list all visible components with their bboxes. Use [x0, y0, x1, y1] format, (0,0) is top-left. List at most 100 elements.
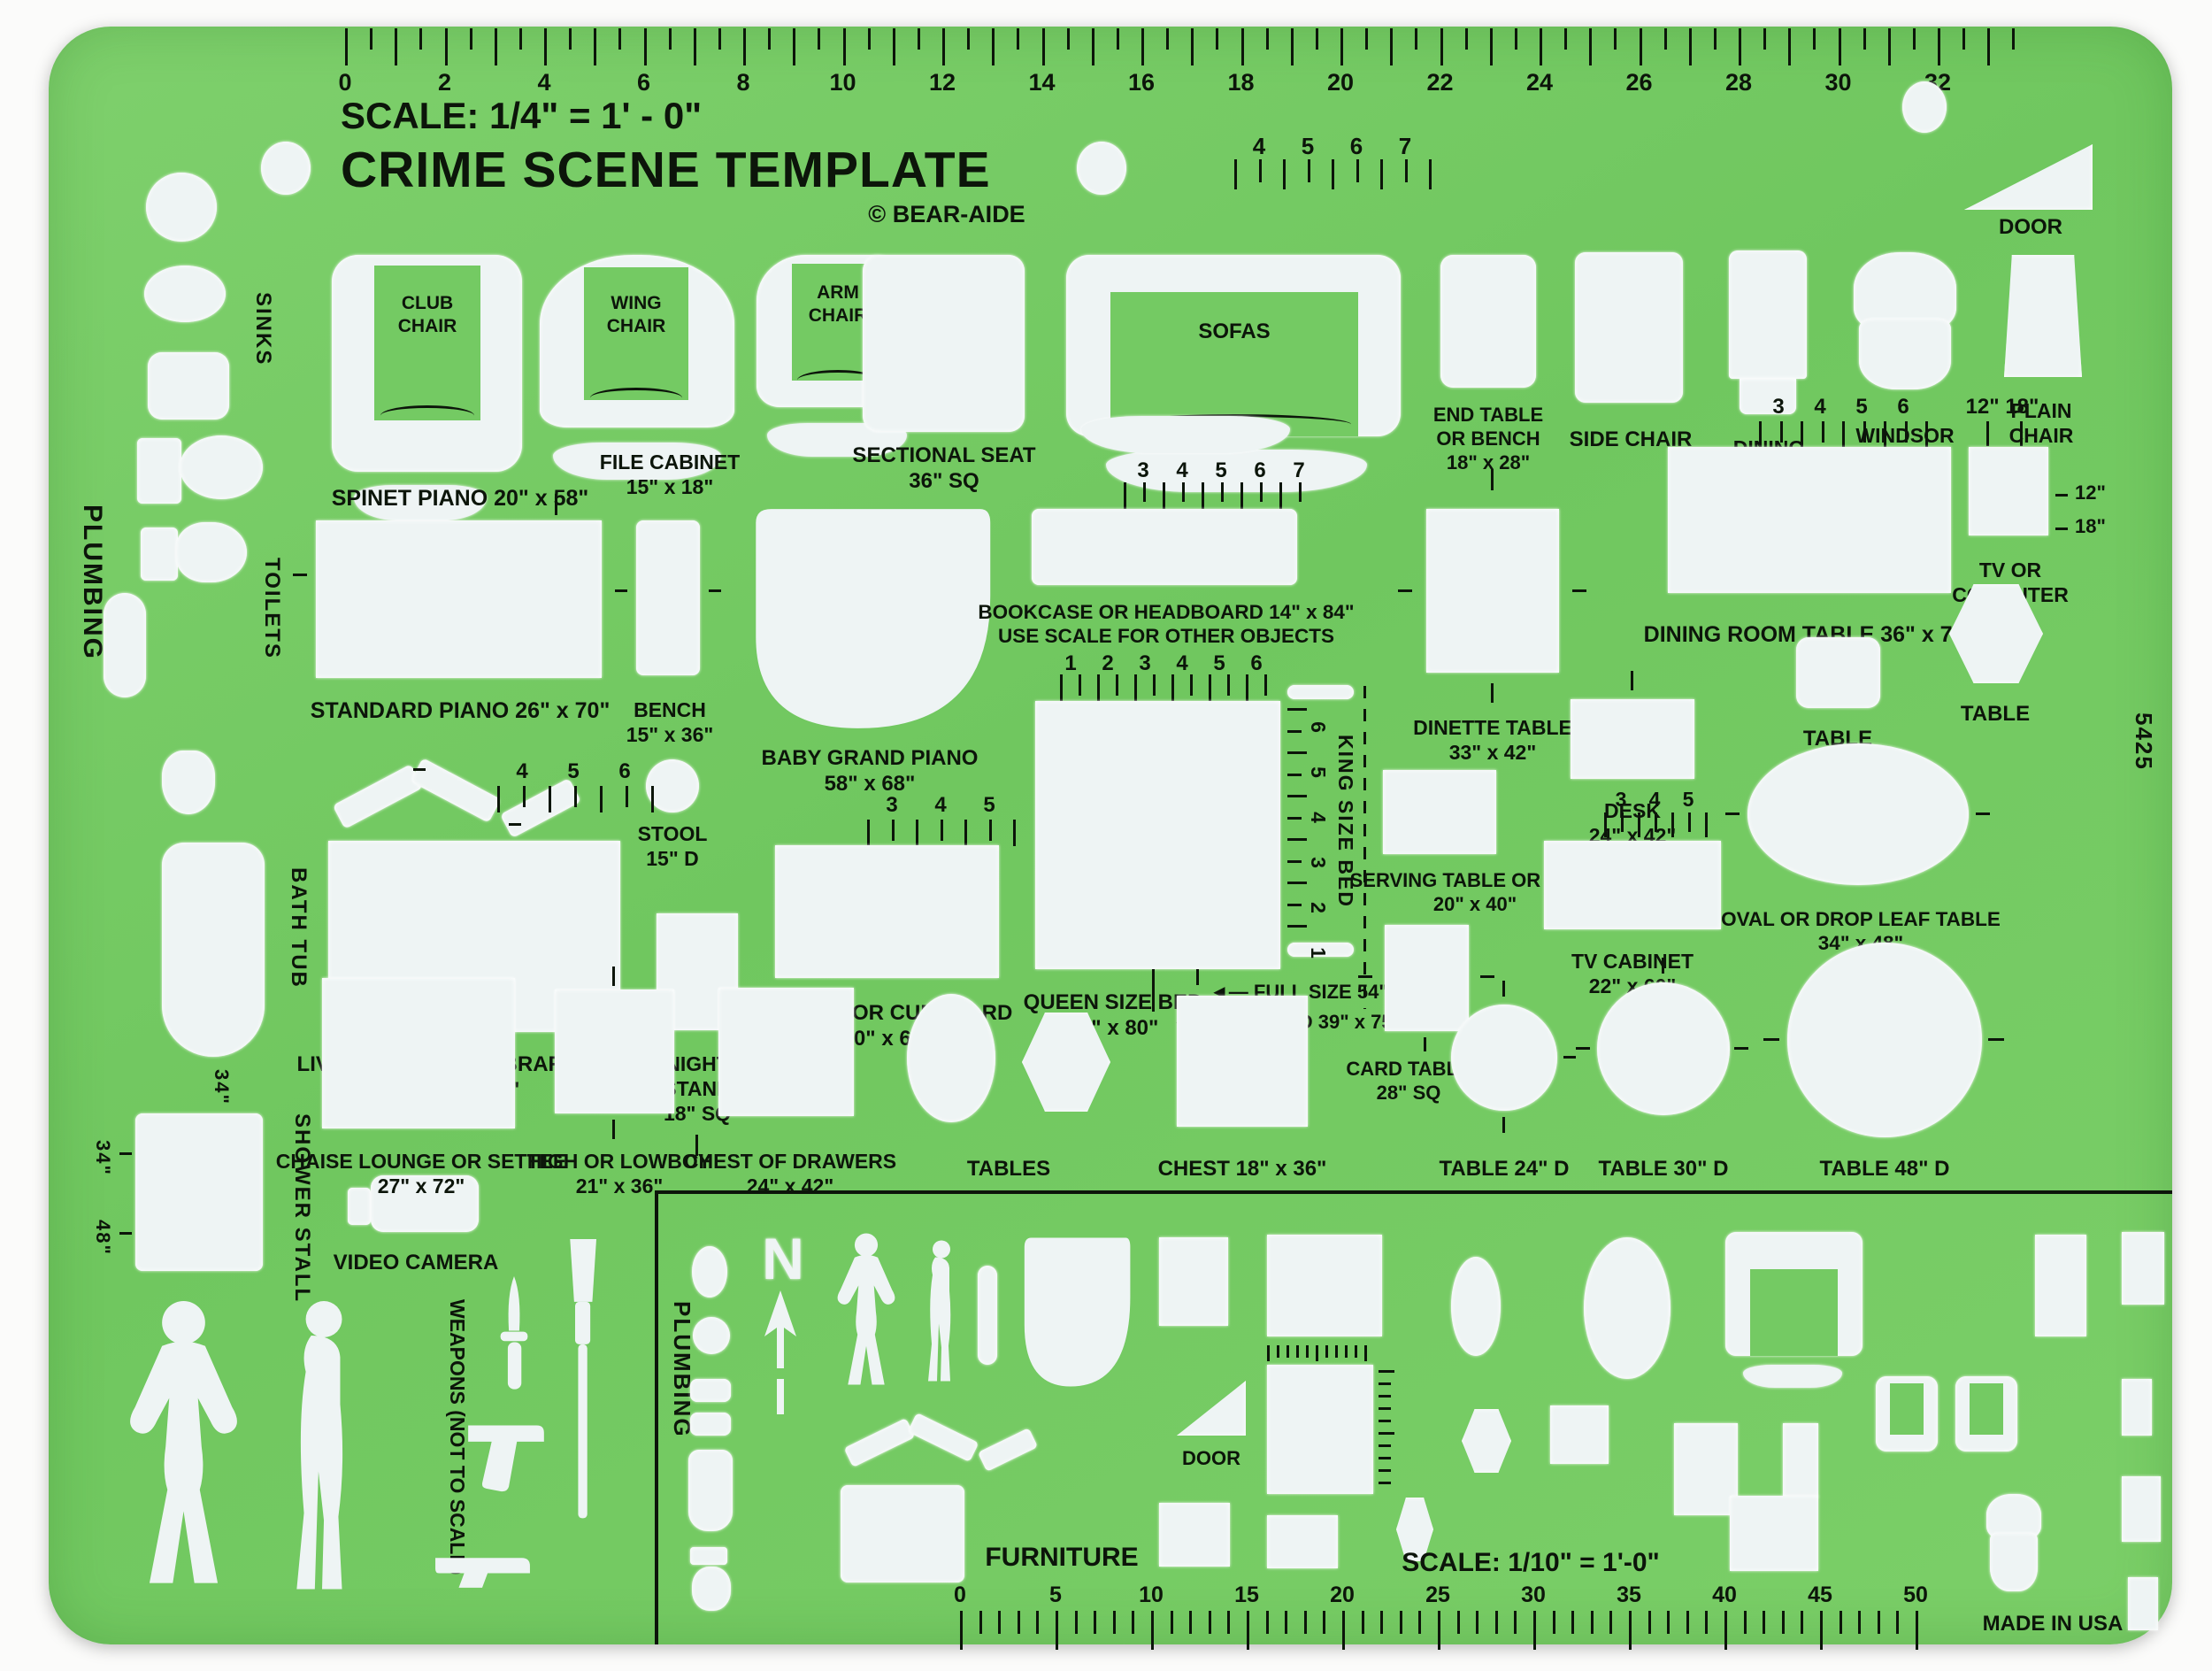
sofa-arm-arc-cutout: [1081, 416, 1290, 453]
ruler-tick: [1325, 1345, 1328, 1358]
ruler-tick: [1182, 482, 1185, 502]
mini-oval-a3: [1451, 1257, 1501, 1356]
ruler-tick: [693, 28, 696, 65]
ruler-tick: [1287, 816, 1302, 820]
plain-chair-cutout: [2004, 255, 2082, 377]
ruler-number: 6: [1306, 721, 1330, 733]
ruler-number: 10: [1139, 1582, 1164, 1607]
mini-chair-island1: [1890, 1383, 1924, 1435]
toilet2-tank-cutout: [141, 527, 178, 581]
ruler-number: 5: [1306, 766, 1330, 778]
tables-oval-cutout: [907, 994, 995, 1122]
card-left-tick: [1358, 975, 1372, 978]
ruler-tick: [1340, 28, 1343, 65]
ruler-tick: [1079, 674, 1081, 696]
bath-tub-cutout: [162, 843, 265, 1057]
piano-left-tick: [293, 574, 307, 576]
ruler-number: 5: [1301, 133, 1315, 159]
ruler-tick: [1258, 159, 1262, 182]
ruler-tick: [1060, 674, 1063, 701]
ruler-number: 5: [983, 793, 995, 817]
ruler-number: 15: [1234, 1582, 1259, 1607]
full-size-leader: [1196, 969, 1199, 985]
ruler-tick: [1287, 708, 1307, 711]
mini-sq-right: [1730, 1496, 1818, 1571]
ruler-tick: [818, 28, 821, 50]
ruler-tick: [917, 28, 920, 50]
ruler-tick: [1987, 28, 1991, 65]
ruler-number: 2: [437, 69, 452, 96]
hex-table-label: TABLE: [1960, 702, 2031, 726]
ruler-tick: [1671, 812, 1674, 837]
ruler-tick: [1345, 1345, 1348, 1358]
ruler-tick: [1260, 482, 1263, 502]
ruler-number: 30: [1824, 69, 1852, 96]
chaise-line2: 27" x 72": [377, 1174, 465, 1198]
folding-screen-panel1: [332, 764, 424, 829]
ruler-number: 6: [1897, 395, 1909, 419]
ruler-tick: [1399, 1611, 1402, 1634]
mini-hex-b1: [1462, 1409, 1511, 1473]
video-camera-lens-cutout: [348, 1188, 371, 1225]
ruler-tick: [1163, 482, 1165, 509]
mini-screen1: [843, 1418, 916, 1467]
ruler-number: 12: [928, 69, 956, 96]
brand-label: © BEAR-AIDE: [868, 201, 1025, 227]
ruler-tick: [1724, 1611, 1727, 1650]
ruler-tick: [1287, 925, 1307, 928]
ruler-tick: [419, 28, 423, 50]
sink-oval-cutout: [144, 266, 226, 322]
ruler-number: 22: [1426, 69, 1454, 96]
sectional-label: SECTIONAL SEAT 36" SQ: [852, 443, 1035, 495]
ruler-tick: [1629, 1611, 1632, 1650]
ruler-tick: [1361, 1611, 1364, 1634]
ruler-tick: [1112, 1611, 1116, 1634]
toilet-tank-cutout: [137, 438, 181, 504]
ruler-number: 5: [1855, 395, 1868, 419]
ruler-tick: [1151, 1611, 1154, 1650]
ruler-tick: [1514, 28, 1517, 50]
ruler-tick: [1189, 1611, 1193, 1634]
desk-line1: DESK: [1604, 799, 1661, 822]
ruler-tick: [1390, 28, 1394, 65]
baby-grand-cutout: [756, 509, 991, 728]
serving-line2: 20" x 40": [1432, 892, 1517, 915]
ruler-tick: [1759, 421, 1762, 448]
table48-right-tick: [1988, 1038, 2004, 1041]
ruler-tick: [1380, 1611, 1384, 1634]
club-chair-line2: CHAIR: [397, 315, 457, 336]
ruler-tick: [469, 28, 472, 50]
ruler-number: 7: [1293, 458, 1305, 482]
ruler-tick: [569, 28, 572, 50]
ruler-tick: [600, 786, 603, 812]
mini-toilet-tank: [690, 1547, 727, 1565]
sink-round-cutout: [146, 173, 217, 242]
ruler-tick: [594, 28, 597, 65]
ruler-tick: [1589, 28, 1593, 65]
ruler-tick: [1066, 28, 1070, 50]
spinet-label: SPINET PIANO 20" x 58": [331, 486, 589, 511]
dinette-cutout: [1426, 509, 1559, 673]
ruler-tick: [1356, 159, 1359, 182]
shower-stall-label: SHOWER STALL: [290, 1113, 314, 1304]
wing-chair-label: WING CHAIR: [607, 292, 666, 337]
ruler-tick: [1332, 159, 1334, 189]
mini-rect-a5: [2035, 1235, 2086, 1336]
piano-rect-cutout: [316, 520, 602, 678]
ruler-tick: [1342, 1611, 1345, 1650]
ruler-tick: [1287, 859, 1302, 863]
dining-inch-tick1: [1986, 421, 1989, 446]
pistol-horizontal-cutout: [435, 1558, 530, 1588]
furniture-section-border-left: [655, 1190, 658, 1644]
highboy-cutout: [555, 990, 674, 1113]
made-in-usa-label: MADE IN USA: [1982, 1612, 2124, 1636]
ruler-tick: [1287, 773, 1302, 776]
ruler-number: 4: [1306, 812, 1330, 823]
ruler-tick: [1380, 159, 1383, 189]
ruler-tick: [1013, 820, 1016, 846]
ruler-tick: [1614, 28, 1617, 50]
shower-48-label: 48": [92, 1220, 114, 1256]
arm-chair-line1: ARM: [817, 282, 859, 303]
mini-toilet-bowl: [692, 1567, 731, 1611]
